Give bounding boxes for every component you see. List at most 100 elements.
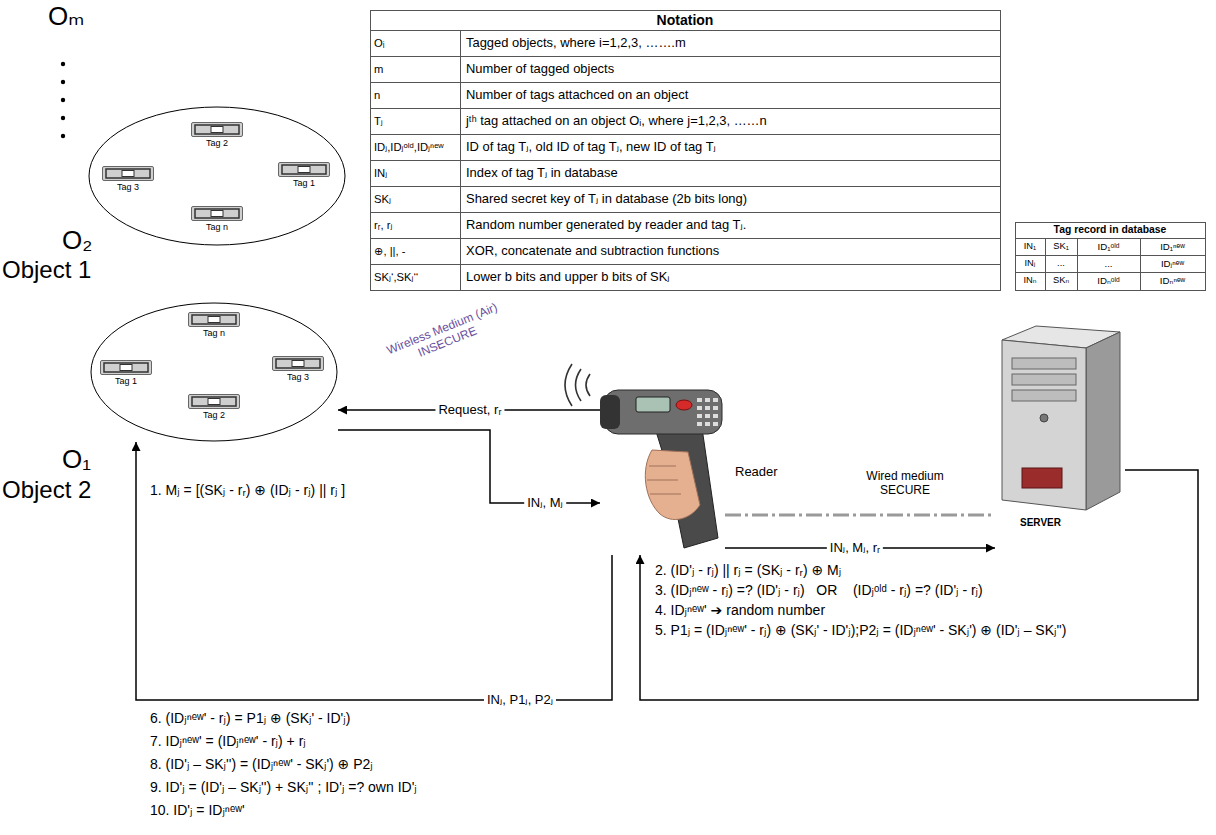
tag-symbol <box>282 165 326 174</box>
table-cell: Shared secret key of Tⱼ in database (2b … <box>460 186 1000 212</box>
table-cell: jᵗʰ tag attached on an object Oᵢ, where … <box>460 108 1000 134</box>
tag-symbol <box>103 167 154 181</box>
reader-illustration <box>713 414 718 418</box>
tag-symbol <box>192 207 243 221</box>
protocol-step: 10. ID'ⱼ = IDⱼⁿᵉʷ' <box>150 802 245 818</box>
arrow-label: INⱼ, P1ⱼ, P2ⱼ <box>484 692 556 709</box>
table-cell: IDₙᵒˡᵈ <box>1077 272 1140 289</box>
reader-illustration <box>713 422 718 426</box>
tag-symbol <box>189 395 240 409</box>
message-arrow <box>338 430 600 503</box>
tag-record-table <box>1015 272 1205 273</box>
reader-illustration <box>636 397 670 412</box>
tag-symbol <box>276 359 320 368</box>
tag-symbol <box>188 394 240 409</box>
reader-illustration <box>647 480 678 481</box>
medium-note: Wireless Medium (Air) INSECURE <box>375 297 515 375</box>
object-label: O₁ <box>62 445 91 475</box>
notation-table <box>370 264 1000 265</box>
tag-symbol <box>192 123 243 137</box>
table-cell: Tagged objects, where i=1,2,3, …….m <box>460 30 1000 56</box>
server-illustration <box>1022 468 1062 488</box>
tag-record-table <box>1015 223 1206 291</box>
table-cell: m <box>370 56 460 82</box>
tag-symbol <box>102 166 154 181</box>
table-cell: Number of tags attachced on an object <box>460 82 1000 108</box>
tag-record-table <box>1016 223 1206 291</box>
tag-label: Tag 3 <box>272 372 324 382</box>
tag-label: Tag n <box>191 222 243 232</box>
tag-record-table <box>1077 238 1078 290</box>
tag-symbol <box>101 361 152 375</box>
tag-symbol <box>122 171 134 177</box>
wireless-waves <box>565 364 572 406</box>
wireless-waves <box>576 369 582 401</box>
tag-symbol <box>211 127 223 133</box>
tag-symbol <box>188 312 240 327</box>
tag-symbol <box>211 211 223 217</box>
reader-illustration <box>697 406 702 410</box>
notation-table <box>370 186 1000 187</box>
table-cell: INⱼ <box>370 160 460 186</box>
reader-illustration <box>705 414 710 418</box>
table-cell: INₙ <box>1015 272 1045 289</box>
wireless-waves <box>586 374 590 396</box>
tag-symbol <box>195 125 239 134</box>
notation-table <box>370 30 1000 31</box>
tag-symbol <box>191 122 243 137</box>
table-header: Tag record in database <box>1015 222 1205 238</box>
protocol-step: 1. Mⱼ = [(SKⱼ - rᵣ) ⊕ (IDⱼ - rⱼ) || rⱼ ] <box>150 482 345 498</box>
table-cell: XOR, concatenate and subtraction functio… <box>460 238 1000 264</box>
tag-record-table <box>1015 255 1205 256</box>
server-illustration <box>1002 340 1086 510</box>
response-arrow <box>136 442 612 700</box>
ellipse-outline <box>91 303 337 441</box>
tag-label: Tag 2 <box>188 410 240 420</box>
device-label: Reader <box>735 465 778 480</box>
tag-record-table <box>1140 238 1141 290</box>
table-cell: Index of tag Tⱼ in database <box>460 160 1000 186</box>
rfid-tag: Tag 2 <box>191 122 243 152</box>
reader-illustration <box>697 414 702 418</box>
ellipse-outline <box>89 107 345 245</box>
protocol-step: 2. (ID'ⱼ - rⱼ) || rⱼ = (SKⱼ - rᵣ) ⊕ Mⱼ <box>655 562 841 578</box>
rfid-tag: Tag 1 <box>100 360 152 390</box>
table-cell: INⱼ <box>1015 255 1045 272</box>
table-cell: IDⱼⁿᵉʷ <box>1140 255 1205 272</box>
table-cell: Number of tagged objects <box>460 56 1000 82</box>
reader-illustration <box>713 398 718 402</box>
protocol-step: 8. (ID'ⱼ – SKⱼ'') = (IDⱼⁿᵉʷ' - SKⱼ') ⊕ P… <box>150 756 373 772</box>
arrow-label: INⱼ, Mⱼ, rᵣ <box>827 540 883 557</box>
notation-table <box>370 11 1001 291</box>
server-illustration <box>1002 326 1120 510</box>
object-label: O₂ <box>62 226 92 256</box>
wired-cable <box>725 514 995 517</box>
server-illustration <box>1012 358 1076 369</box>
server-illustration <box>1040 414 1048 422</box>
reader-illustration <box>650 494 681 495</box>
object-label: Object 1 <box>2 256 91 284</box>
table-cell: Lower b bits and upper b bits of SKⱼ <box>460 264 1000 290</box>
tag-symbol <box>292 361 304 367</box>
rfid-tag: Tag 2 <box>188 394 240 424</box>
object-ellipse: O₂Object 1Tag 2Tag 3Tag 1Tag n <box>88 106 346 246</box>
tag-symbol <box>208 399 220 405</box>
medium-note: Wired medium SECURE <box>845 470 965 498</box>
table-cell: rᵣ, rⱼ <box>370 212 460 238</box>
response-arrow <box>640 470 1198 700</box>
tag-symbol <box>192 315 236 324</box>
tag-symbol <box>298 167 310 173</box>
table-cell: Random number generated by reader and ta… <box>460 212 1000 238</box>
object-ellipse: O₁Object 2Tag nTag 1Tag 3Tag 2 <box>90 302 338 442</box>
table-cell: SKⱼ‘,SKⱼ‘‘ <box>370 264 460 290</box>
table-cell: ⊕, ||, - <box>370 238 460 264</box>
notation-table <box>370 56 1000 57</box>
reader-illustration <box>645 450 700 520</box>
reader-illustration <box>697 422 702 426</box>
wireless-waves <box>565 364 590 406</box>
reader-illustration <box>600 390 722 548</box>
rfid-tag: Tag 3 <box>102 166 154 196</box>
table-cell: Tⱼ <box>370 108 460 134</box>
arrow-label: INⱼ, Mⱼ <box>524 495 566 512</box>
reader-illustration <box>697 398 702 402</box>
